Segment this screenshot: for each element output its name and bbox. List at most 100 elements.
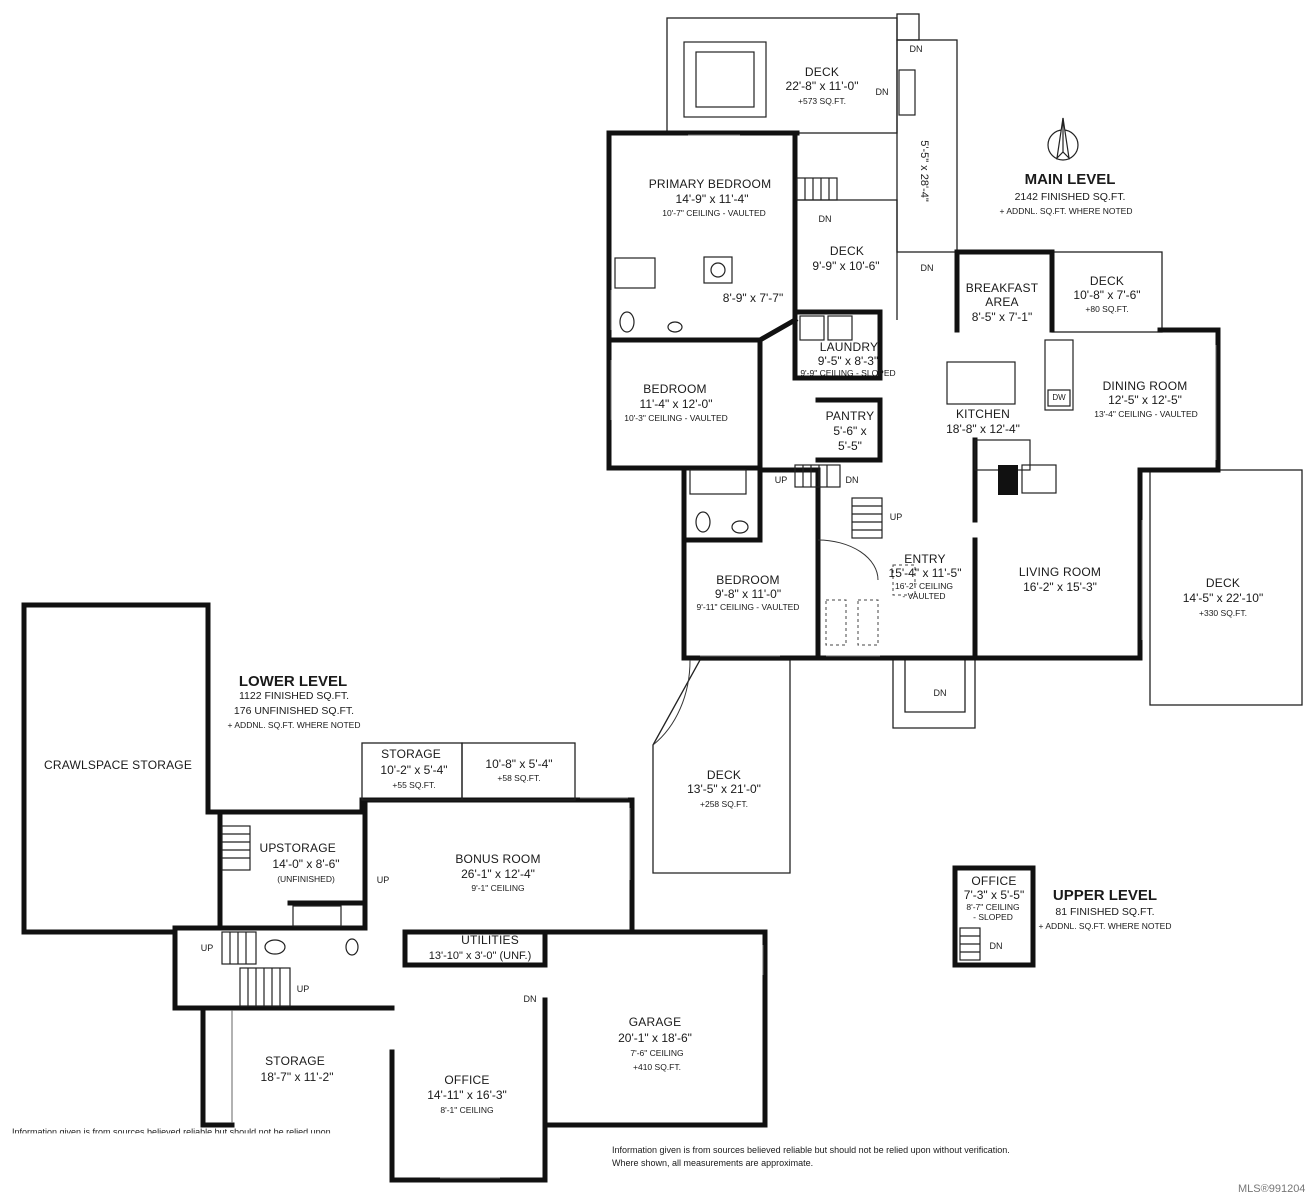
lower-level-title: LOWER LEVEL — [238, 673, 348, 690]
up-marker-bonus: UP — [376, 875, 390, 885]
deck-small-name: DECK — [1089, 274, 1125, 288]
fridge-solid — [998, 465, 1018, 495]
utility-box — [402, 929, 548, 968]
living-name: LIVING ROOM — [1018, 565, 1102, 579]
office-wall — [389, 997, 548, 1183]
deck-right-name: DECK — [1205, 576, 1241, 590]
dining-note: 13'-4" CEILING - VAULTED — [1094, 409, 1198, 419]
lower-level-unfinished: 176 UNFINISHED SQ.FT. — [233, 705, 355, 717]
stair-entry-up — [851, 497, 883, 539]
deck-lower-name: DECK — [706, 768, 742, 782]
lower-level-note: + ADDNL. SQ.FT. WHERE NOTED — [227, 720, 361, 730]
main-level-finished: 2142 FINISHED SQ.FT. — [1014, 191, 1126, 203]
bedroom1-dims: 11'-4" x 12'-0" — [639, 397, 713, 411]
kitchen-dims: 18'-8" x 12'-4" — [946, 422, 1020, 436]
entry-note-2: - VAULTED — [902, 591, 946, 601]
primary-bedroom-note: 10'-7" CEILING - VAULTED — [662, 208, 766, 218]
bath-toilet — [695, 511, 711, 533]
entry-arc — [817, 539, 879, 581]
lower-level-finished: 1122 FINISHED SQ.FT. — [238, 690, 350, 702]
bonus-note: 9'-1" CEILING — [471, 883, 525, 893]
dn-marker-garage: DN — [523, 994, 537, 1004]
north-arrow-icon — [1047, 117, 1079, 161]
dn-marker-walk: DN — [875, 87, 889, 97]
breakfast-name-2: AREA — [985, 295, 1019, 309]
main-level-fixtures — [614, 256, 1074, 646]
ensuite-sink-basin — [710, 262, 726, 278]
main-level-walls — [606, 130, 1221, 661]
storage-unf-note: (UNFINISHED) — [277, 874, 335, 884]
hall-wall — [757, 337, 821, 661]
deck-mid-dims: 9'-9" x 10'-6" — [812, 259, 880, 273]
office-lower-name: OFFICE — [444, 1073, 490, 1087]
dn-marker-walk-2: DN — [920, 263, 934, 273]
upper-level-finished: 81 FINISHED SQ.FT. — [1055, 906, 1155, 918]
lower-level-walls — [21, 602, 768, 1183]
west-wall-main — [606, 130, 800, 471]
walkway-dims: 5'-5" x 28'-4" — [917, 140, 930, 202]
sink-lower — [345, 938, 359, 956]
office-upper-note-1: 8'-7" CEILING — [966, 902, 1020, 912]
service-wall — [172, 925, 235, 1128]
laundry-dims: 9'-5" x 8'-3" — [817, 354, 879, 368]
upper-level-title: UPPER LEVEL — [1052, 887, 1158, 904]
dining-name: DINING ROOM — [1102, 379, 1188, 393]
storage-c-name: STORAGE — [265, 1054, 325, 1068]
toilet-lower — [264, 939, 286, 955]
dishwasher — [1047, 389, 1071, 407]
ensuite-dims: 8'-9" x 7'-7" — [722, 291, 784, 305]
deck-top-name: DECK — [804, 65, 840, 79]
main-level-windows — [610, 134, 1217, 657]
crawlspace-left-wall — [21, 602, 178, 935]
ensuite-toilet — [619, 311, 635, 333]
stair-lower-2 — [221, 931, 257, 965]
dn-marker-deck: DN — [818, 214, 832, 224]
garage-dims: 20'-1" x 18'-6" — [618, 1031, 692, 1045]
deck-lower-note: +258 SQ.FT. — [700, 799, 748, 809]
main-level-stairs — [652, 69, 916, 746]
storage-b-note: +58 SQ.FT. — [497, 773, 541, 783]
bath-sink — [731, 520, 749, 534]
dw-marker: DW — [1052, 393, 1066, 402]
walkway-outline — [896, 39, 958, 253]
office-upper-dims: 7'-3" x 5'-5" — [963, 888, 1025, 902]
kitchen-name: KITCHEN — [955, 407, 1011, 421]
laundry-washer — [799, 315, 825, 341]
laundry-dryer — [827, 315, 853, 341]
kitchen-north-wall — [954, 249, 1055, 333]
breakfast-name-1: BREAKFAST — [965, 281, 1039, 295]
bonus-name: BONUS ROOM — [455, 852, 541, 866]
bedroom1-note: 10'-3" CEILING - VAULTED — [624, 413, 728, 423]
deck-right-outline — [1149, 469, 1303, 706]
pantry-dims-2: 5'-5" — [838, 439, 862, 453]
hot-tub-inner — [695, 51, 755, 108]
utilities-dims: 13'-10" x 3'-0" (UNF.) — [428, 950, 532, 962]
bedroom1-name: BEDROOM — [643, 382, 707, 396]
disclaimer-cut: Information given is from sources believ… — [12, 1127, 331, 1137]
main-level-note: + ADDNL. SQ.FT. WHERE NOTED — [999, 206, 1133, 216]
bedroom2-note: 9'-11" CEILING - VAULTED — [696, 602, 800, 612]
deck-mid-name: DECK — [829, 244, 865, 258]
utilities-name: UTILITIES — [461, 933, 519, 947]
stair-lower-1 — [221, 825, 251, 871]
bath-wall — [681, 465, 763, 543]
living-wall — [972, 327, 1221, 661]
crawlspace-name: CRAWLSPACE STORAGE — [43, 758, 193, 772]
garage-wall — [542, 929, 768, 1128]
ensuite-sink — [703, 256, 733, 284]
upper-level-walls — [952, 865, 1036, 968]
entry-dims: 15'-4" x 11'-5" — [888, 566, 962, 580]
office-upper-name: OFFICE — [971, 874, 1017, 888]
pantry-wall — [815, 397, 883, 463]
laundry-name: LAUNDRY — [819, 340, 879, 354]
storage-a-name: STORAGE — [381, 747, 441, 761]
bathtub-main — [689, 469, 747, 495]
primary-bedroom-dims: 14'-9" x 11'-4" — [675, 192, 749, 206]
bedroom2-dims: 9'-8" x 11'-0" — [714, 587, 782, 601]
deck-top-outline — [666, 17, 898, 134]
storage-unf-name: STORAGE — [276, 841, 336, 855]
garage-note-2: +410 SQ.FT. — [633, 1062, 681, 1072]
breakfast-dims: 8'-5" x 7'-1" — [971, 310, 1033, 324]
up-marker-lower-2: UP — [296, 984, 310, 994]
deck-small-note: +80 SQ.FT. — [1085, 304, 1129, 314]
